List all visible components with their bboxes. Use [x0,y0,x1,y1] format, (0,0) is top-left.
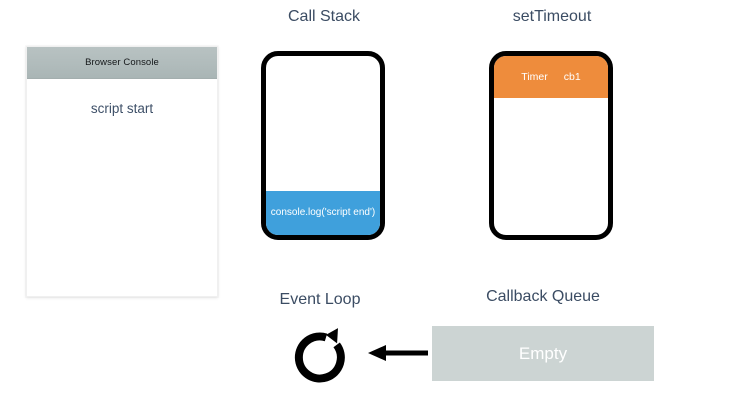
callback-queue-title: Callback Queue [486,288,600,305]
timer-entry-name: Timer [521,71,548,83]
left-arrow-icon [366,342,428,364]
call-stack-box: console.log('script end') [261,51,385,240]
timer-entry: Timer cb1 [494,56,608,98]
settimeout-box: Timer cb1 [489,51,613,240]
settimeout-title: setTimeout [512,8,592,25]
call-stack-frame: console.log('script end') [266,191,380,235]
callback-queue-box: Empty [432,326,654,381]
console-log-line: script start [90,101,154,116]
call-stack-title: Call Stack [287,8,361,25]
browser-console-header: Browser Console [27,47,217,79]
browser-console-title: Browser Console [85,57,159,68]
callback-queue-status: Empty [518,343,568,363]
browser-console-output: script start [27,79,217,116]
event-loop-title: Event Loop [279,291,361,308]
timer-entry-callback: cb1 [563,71,581,83]
circular-arrow-icon [293,325,353,383]
browser-console-panel: Browser Console script start [26,46,218,297]
